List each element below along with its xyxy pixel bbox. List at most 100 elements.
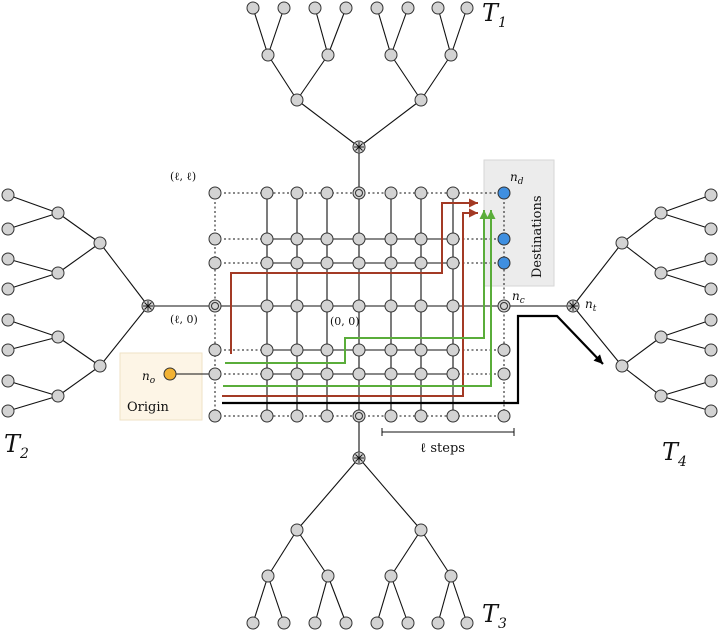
grid-node (352, 256, 366, 270)
t4-node (654, 330, 668, 344)
grid-node (384, 232, 398, 246)
t3-edge (252, 575, 269, 624)
t2-node (1, 343, 15, 357)
grid-node (414, 367, 428, 381)
t3-edge (376, 575, 392, 624)
t1-edge (296, 54, 329, 101)
t1-edge (390, 7, 409, 56)
grid-node (497, 343, 511, 357)
grid-node (320, 367, 334, 381)
t1-edge (252, 7, 269, 56)
green-route-upper-arrowhead (479, 210, 489, 219)
t4-edge (621, 212, 662, 244)
black-route-arrowhead (593, 354, 603, 364)
t3-edge (314, 575, 329, 624)
grid-node (384, 299, 398, 313)
grid-node (497, 409, 511, 423)
grid-node (320, 256, 334, 270)
red-route-upper (230, 202, 478, 354)
t2-node (51, 206, 65, 220)
grid-node (260, 299, 274, 313)
t2-node (1, 252, 15, 266)
left-label-l0: (ℓ, 0) (170, 313, 198, 326)
t2-node (1, 374, 15, 388)
t4-edge (660, 319, 712, 338)
grid-node (290, 409, 304, 423)
t2-edge (7, 212, 59, 230)
t4-node (615, 236, 629, 250)
t1-edge (267, 54, 298, 101)
t3-node (384, 569, 398, 583)
t1-edge (267, 7, 285, 56)
origin-node (163, 367, 177, 381)
t3-node (401, 616, 415, 630)
t1-edge (420, 54, 452, 101)
t3-node (444, 569, 458, 583)
t4-edge (572, 305, 623, 367)
t1-edge (296, 99, 360, 148)
grid-node (260, 409, 274, 423)
grid-node (384, 367, 398, 381)
t3-edge (420, 529, 452, 577)
t4-node (654, 389, 668, 403)
t2-edge (7, 395, 59, 412)
t1-node (277, 1, 291, 15)
grid-node (260, 232, 274, 246)
l-steps-label: ℓ steps (420, 441, 465, 456)
t4-edge (621, 365, 662, 397)
t2-node (1, 404, 15, 418)
t3-node (308, 616, 322, 630)
grid-node (446, 256, 460, 270)
tree-label-t2: T2 (4, 430, 29, 462)
t1-node (246, 1, 260, 15)
t1-node (401, 1, 415, 15)
grid-node (320, 232, 334, 246)
t1-node (308, 1, 322, 15)
grid-node (208, 186, 222, 200)
tree-label-t3: T3 (482, 600, 507, 632)
t2-node (93, 359, 107, 373)
grid-node (446, 343, 460, 357)
grid-node (446, 186, 460, 200)
grid-node (208, 232, 222, 246)
t2-node (1, 222, 15, 236)
t1-edge (437, 7, 452, 56)
node-label-nt: nt (585, 297, 597, 314)
grid-node (208, 409, 222, 423)
t2-node (51, 266, 65, 280)
grid-node (414, 343, 428, 357)
t2-edge (7, 319, 59, 338)
t3-edge (450, 575, 468, 624)
t4-edge (660, 380, 712, 397)
destination-node (497, 186, 511, 200)
t3-node (339, 616, 353, 630)
grid-node (446, 367, 460, 381)
t2-edge (57, 212, 101, 244)
grid-node (208, 343, 222, 357)
t1-node (414, 93, 428, 107)
grid-node (446, 232, 460, 246)
grid-node (260, 186, 274, 200)
t1-node (444, 48, 458, 62)
t1-edge (358, 99, 422, 148)
grid-node (320, 299, 334, 313)
t4-node (704, 313, 718, 327)
grid-node (384, 409, 398, 423)
grid-node (290, 299, 304, 313)
t3-edge (267, 529, 298, 577)
t1-node (431, 1, 445, 15)
t2-edge (7, 380, 59, 397)
node-label-no: no (142, 369, 156, 386)
t1-edge (314, 7, 329, 56)
grid-node (320, 409, 334, 423)
t1-node (261, 48, 275, 62)
t3-edge (390, 575, 409, 624)
center-label-00: (0, 0) (330, 315, 360, 328)
t3-edge (390, 529, 422, 577)
grid-node (260, 256, 274, 270)
t4-node (704, 374, 718, 388)
tree-label-t4: T4 (662, 438, 687, 470)
t3-node (277, 616, 291, 630)
